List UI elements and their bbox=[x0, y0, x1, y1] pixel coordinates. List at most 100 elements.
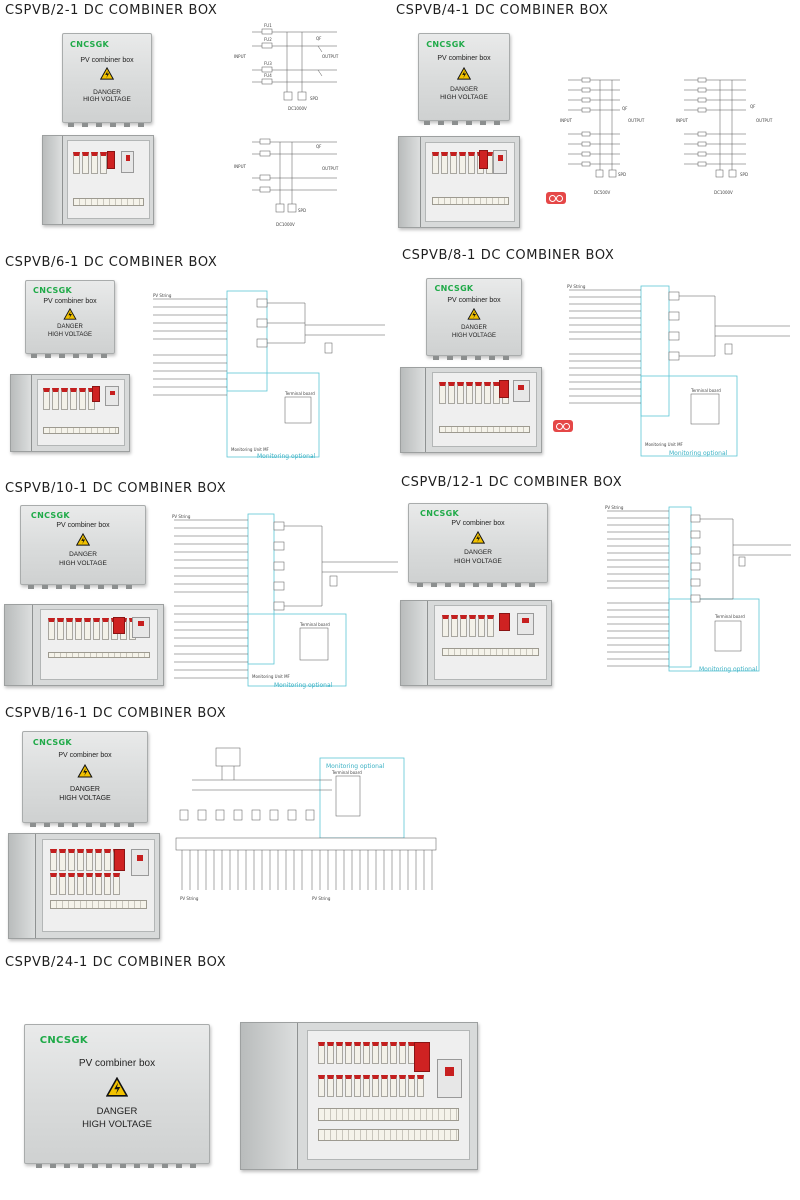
product-label: PV combiner box bbox=[447, 297, 501, 305]
fuse-holders bbox=[431, 151, 502, 174]
enclosure-open-12-1 bbox=[400, 600, 552, 686]
svg-text:Terminal board: Terminal board bbox=[299, 622, 330, 627]
danger-label: DANGER bbox=[69, 551, 97, 559]
high-voltage-label: HIGH VOLTAGE bbox=[454, 557, 502, 565]
svg-text:OUTPUT: OUTPUT bbox=[628, 118, 645, 123]
enclosure-open-8-1 bbox=[400, 367, 542, 453]
terminal-strip bbox=[47, 651, 151, 659]
svg-text:FU4: FU4 bbox=[264, 73, 272, 78]
enclosure-interior bbox=[434, 605, 547, 680]
surge-protector bbox=[498, 380, 510, 398]
brand-logo: CNCSGK bbox=[434, 284, 474, 294]
product-label: PV combiner box bbox=[56, 521, 110, 529]
monitoring-optional-label: Monitoring optional bbox=[326, 763, 385, 770]
monitoring-optional-label: Monitoring optional bbox=[274, 682, 333, 689]
enclosure-open-6-1 bbox=[10, 374, 130, 452]
dc-breaker bbox=[436, 1059, 463, 1098]
wiring-diagram: PV String Terminal board Monitoring Unit… bbox=[172, 513, 398, 689]
product-label: PV combiner box bbox=[451, 519, 505, 527]
svg-text:Monitoring Unit MF: Monitoring Unit MF bbox=[231, 447, 270, 452]
enclosure-door bbox=[43, 136, 63, 224]
enclosure-interior bbox=[39, 609, 159, 681]
svg-text:Terminal board: Terminal board bbox=[284, 391, 315, 396]
svg-text:SPD: SPD bbox=[298, 208, 306, 213]
high-voltage-warning-icon bbox=[100, 67, 114, 81]
svg-text:INPUT: INPUT bbox=[560, 118, 573, 123]
input-label: INPUT bbox=[234, 54, 247, 59]
svg-text:FU2: FU2 bbox=[264, 37, 272, 42]
danger-label: DANGER bbox=[96, 1106, 138, 1118]
danger-label: DANGER bbox=[70, 786, 100, 793]
fuse-holders bbox=[317, 1074, 424, 1097]
schematic-4-1-b: INPUT OUTPUT QF SPD DC1000V bbox=[676, 70, 786, 200]
svg-text:PV String: PV String bbox=[605, 505, 624, 510]
svg-text:INPUT: INPUT bbox=[234, 164, 247, 169]
product-label: PV combiner box bbox=[78, 1058, 156, 1070]
section-title-2-1: CSPVB/2-1 DC COMBINER BOX bbox=[5, 3, 218, 18]
dc-breaker bbox=[121, 150, 135, 174]
schematic-4-1-a: INPUT OUTPUT QF SPD DC500V bbox=[560, 70, 660, 200]
toggle-switch-icon bbox=[553, 420, 573, 432]
monitoring-optional-label: Monitoring optional bbox=[699, 666, 758, 673]
svg-text:Terminal board: Terminal board bbox=[331, 770, 362, 775]
dc-breaker bbox=[516, 613, 535, 636]
fuse-holders bbox=[317, 1041, 424, 1064]
danger-label: DANGER bbox=[464, 549, 492, 557]
brand-logo: CNCSGK bbox=[30, 511, 70, 521]
product-label: PV combiner box bbox=[437, 54, 491, 62]
brand-logo: CNCSGK bbox=[39, 1034, 88, 1046]
surge-protector bbox=[113, 849, 125, 871]
fuse-holders bbox=[441, 614, 494, 637]
schematic-2-1-a: INPUT OUTPUT QF SPD DC1000V FU1 FU2 FU3 … bbox=[232, 22, 352, 114]
dc-breaker bbox=[105, 386, 120, 407]
svg-text:DC1000V: DC1000V bbox=[714, 190, 733, 195]
output-label: OUTPUT bbox=[322, 54, 339, 59]
high-voltage-warning-icon bbox=[467, 307, 481, 320]
svg-text:Terminal board: Terminal board bbox=[690, 388, 721, 393]
svg-text:PV String: PV String bbox=[312, 896, 331, 901]
fuse-holders bbox=[43, 387, 96, 410]
svg-text:PV String: PV String bbox=[567, 284, 586, 289]
enclosure-closed-4-1: CNCSGK PV combiner box DANGER HIGH VOLTA… bbox=[418, 33, 510, 125]
enclosure-closed-24-1: CNCSGK PV combiner box DANGER HIGH VOLTA… bbox=[24, 1024, 210, 1168]
schematic-16-1: PV String PV String Terminal board Monit… bbox=[172, 740, 440, 938]
brand-logo: CNCSGK bbox=[426, 40, 466, 50]
enclosure-door bbox=[5, 605, 34, 685]
surge-protector bbox=[479, 150, 488, 170]
svg-text:QF: QF bbox=[316, 144, 322, 149]
high-voltage-label: HIGH VOLTAGE bbox=[59, 795, 111, 802]
svg-text:Terminal board: Terminal board bbox=[714, 614, 745, 619]
dc-breaker bbox=[131, 616, 151, 638]
fuse-holders bbox=[73, 152, 108, 175]
high-voltage-label: HIGH VOLTAGE bbox=[451, 332, 497, 339]
enclosure-closed-12-1: CNCSGK PV combiner box DANGER HIGH VOLTA… bbox=[408, 503, 548, 587]
dc-breaker bbox=[493, 150, 508, 174]
terminal-strip bbox=[431, 197, 510, 205]
high-voltage-warning-icon bbox=[457, 66, 471, 80]
brand-logo: CNCSGK bbox=[33, 286, 72, 296]
surge-protector bbox=[499, 613, 511, 631]
danger-label: DANGER bbox=[93, 88, 121, 96]
enclosure-door bbox=[9, 834, 36, 938]
wiring-diagram: INPUT OUTPUT QF SPD DC500V bbox=[560, 77, 645, 195]
enclosure-door bbox=[399, 137, 421, 227]
high-voltage-label: HIGH VOLTAGE bbox=[440, 94, 488, 102]
dc-breaker bbox=[513, 380, 530, 403]
danger-label: DANGER bbox=[57, 324, 83, 331]
svg-text:PV String: PV String bbox=[153, 293, 172, 298]
enclosure-interior bbox=[67, 140, 150, 219]
enclosure-closed-8-1: CNCSGK PV combiner box DANGER HIGH VOLTA… bbox=[426, 278, 522, 360]
svg-text:Monitoring Unit MF: Monitoring Unit MF bbox=[252, 674, 291, 679]
wiring-diagram: INPUT OUTPUT QF SPD DC1000V bbox=[676, 77, 773, 195]
svg-text:PV String: PV String bbox=[172, 514, 191, 519]
qf-label: QF bbox=[316, 36, 322, 41]
svg-text:QF: QF bbox=[750, 104, 756, 109]
fuse-holders bbox=[49, 872, 120, 895]
danger-label: DANGER bbox=[450, 85, 478, 93]
spd-label: SPD bbox=[310, 96, 318, 101]
terminal-strip bbox=[317, 1108, 460, 1121]
toggle-switch-icon bbox=[546, 192, 566, 204]
terminal-strip bbox=[317, 1128, 460, 1142]
enclosure-closed-10-1: CNCSGK PV combiner box DANGER HIGH VOLTA… bbox=[20, 505, 146, 589]
wiring-diagram: INPUT OUTPUT QF SPD DC1000V bbox=[234, 138, 339, 227]
